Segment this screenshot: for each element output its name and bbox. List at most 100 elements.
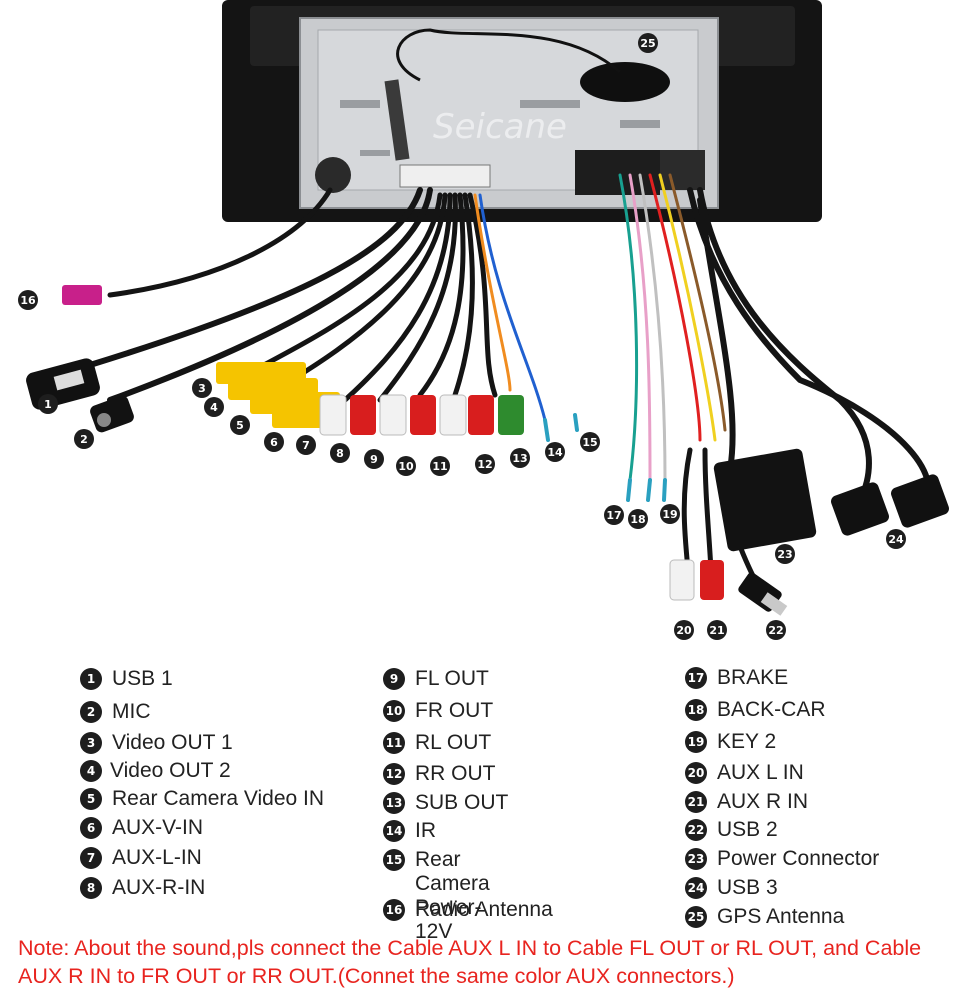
legend-number: 4 xyxy=(80,760,102,782)
legend-number: 15 xyxy=(383,849,405,871)
callout-19: 19 xyxy=(660,504,680,524)
cable-bundle xyxy=(87,187,932,593)
callout-13: 13 xyxy=(510,448,530,468)
legend-label: Power Connector xyxy=(717,847,880,870)
svg-text:9: 9 xyxy=(370,453,378,466)
legend-number: 25 xyxy=(685,906,707,928)
svg-text:8: 8 xyxy=(336,447,344,460)
svg-text:5: 5 xyxy=(236,419,244,432)
legend-label: Video OUT 1 xyxy=(112,731,233,754)
legend-label: KEY 2 xyxy=(717,730,777,753)
legend-number: 12 xyxy=(383,763,405,785)
callout-9: 9 xyxy=(364,449,384,469)
wiring-diagram: Seicane xyxy=(18,0,949,640)
svg-text:13: 13 xyxy=(512,452,527,465)
svg-text:23: 23 xyxy=(777,548,792,561)
usb-2-connector xyxy=(738,572,788,616)
callout-14: 14 xyxy=(545,442,565,462)
svg-text:18: 18 xyxy=(630,513,645,526)
wire-tips xyxy=(543,413,667,502)
svg-text:2: 2 xyxy=(80,433,88,446)
legend-number: 9 xyxy=(383,668,405,690)
callout-12: 12 xyxy=(475,454,495,474)
legend-number: 23 xyxy=(685,848,707,870)
svg-text:1: 1 xyxy=(44,398,52,411)
legend-label: SUB OUT xyxy=(415,791,509,814)
callout-2: 2 xyxy=(74,429,94,449)
rca-yellow-group xyxy=(216,362,342,428)
radio-antenna-connector xyxy=(62,285,102,305)
svg-text:7: 7 xyxy=(302,439,310,452)
legend-label: RL OUT xyxy=(415,731,492,754)
legend-number: 6 xyxy=(80,817,102,839)
svg-text:20: 20 xyxy=(676,624,692,637)
callout-25: 25 xyxy=(638,33,658,53)
svg-text:10: 10 xyxy=(398,460,414,473)
svg-text:19: 19 xyxy=(662,508,677,521)
legend-number: 21 xyxy=(685,791,707,813)
svg-text:11: 11 xyxy=(432,460,447,473)
usb-1-connector xyxy=(26,358,100,410)
callout-7: 7 xyxy=(296,435,316,455)
callout-18: 18 xyxy=(628,509,648,529)
legend-label: AUX-L-IN xyxy=(112,846,202,869)
legend-number: 10 xyxy=(383,700,405,722)
legend-label: MIC xyxy=(112,700,151,723)
usb-3-connectors xyxy=(831,474,949,536)
legend-label: Rear Camera Video IN xyxy=(112,787,325,810)
legend-number: 24 xyxy=(685,877,707,899)
legend-number: 5 xyxy=(80,788,102,810)
legend-label: BRAKE xyxy=(717,666,789,689)
legend-number: 19 xyxy=(685,731,707,753)
callout-8: 8 xyxy=(330,443,350,463)
callout-10: 10 xyxy=(396,456,416,476)
legend-number: 17 xyxy=(685,667,707,689)
callout-4: 4 xyxy=(204,397,224,417)
callout-17: 17 xyxy=(604,505,624,525)
svg-text:3: 3 xyxy=(198,382,206,395)
colored-wires xyxy=(473,173,727,482)
svg-text:17: 17 xyxy=(606,509,621,522)
legend-label: BACK-CAR xyxy=(717,698,826,721)
legend-number: 20 xyxy=(685,762,707,784)
callout-11: 11 xyxy=(430,456,450,476)
svg-text:24: 24 xyxy=(888,533,904,546)
legend-label: AUX-R-IN xyxy=(112,876,206,899)
legend-number: 8 xyxy=(80,877,102,899)
rca-red-white-group xyxy=(319,394,524,436)
legend-number: 16 xyxy=(383,899,405,921)
legend-number: 18 xyxy=(685,699,707,721)
callout-5: 5 xyxy=(230,415,250,435)
svg-text:12: 12 xyxy=(477,458,492,471)
gps-antenna xyxy=(384,28,670,161)
legend-label: USB 2 xyxy=(717,818,778,841)
legend-number: 3 xyxy=(80,732,102,754)
svg-text:25: 25 xyxy=(640,37,655,50)
svg-text:6: 6 xyxy=(270,436,278,449)
aux-rca-pair xyxy=(669,559,724,601)
callout-15: 15 xyxy=(580,432,600,452)
callout-20: 20 xyxy=(674,620,694,640)
callout-23: 23 xyxy=(775,544,795,564)
legend-number: 2 xyxy=(80,701,102,723)
svg-text:22: 22 xyxy=(768,624,783,637)
legend-label: AUX-V-IN xyxy=(112,816,204,839)
legend-label: Video OUT 2 xyxy=(110,759,231,782)
sound-connection-note: Note: About the sound,pls connect the Ca… xyxy=(18,936,922,988)
svg-text:15: 15 xyxy=(582,436,597,449)
callout-16: 16 xyxy=(18,290,38,310)
callout-24: 24 xyxy=(886,529,906,549)
legend-label: FL OUT xyxy=(415,667,489,690)
callout-1: 1 xyxy=(38,394,58,414)
callout-22: 22 xyxy=(766,620,786,640)
legend-label: FR OUT xyxy=(415,699,494,722)
svg-text:16: 16 xyxy=(20,294,36,307)
watermark: Seicane xyxy=(433,107,567,147)
callout-6: 6 xyxy=(264,432,284,452)
svg-text:14: 14 xyxy=(547,446,563,459)
legend-label: IR xyxy=(415,819,436,842)
legend-label: Rear Camera Power-12V xyxy=(415,848,490,943)
legend-label: USB 1 xyxy=(112,667,173,690)
legend-label: GPS Antenna xyxy=(717,905,845,928)
mic-connector xyxy=(90,395,134,433)
